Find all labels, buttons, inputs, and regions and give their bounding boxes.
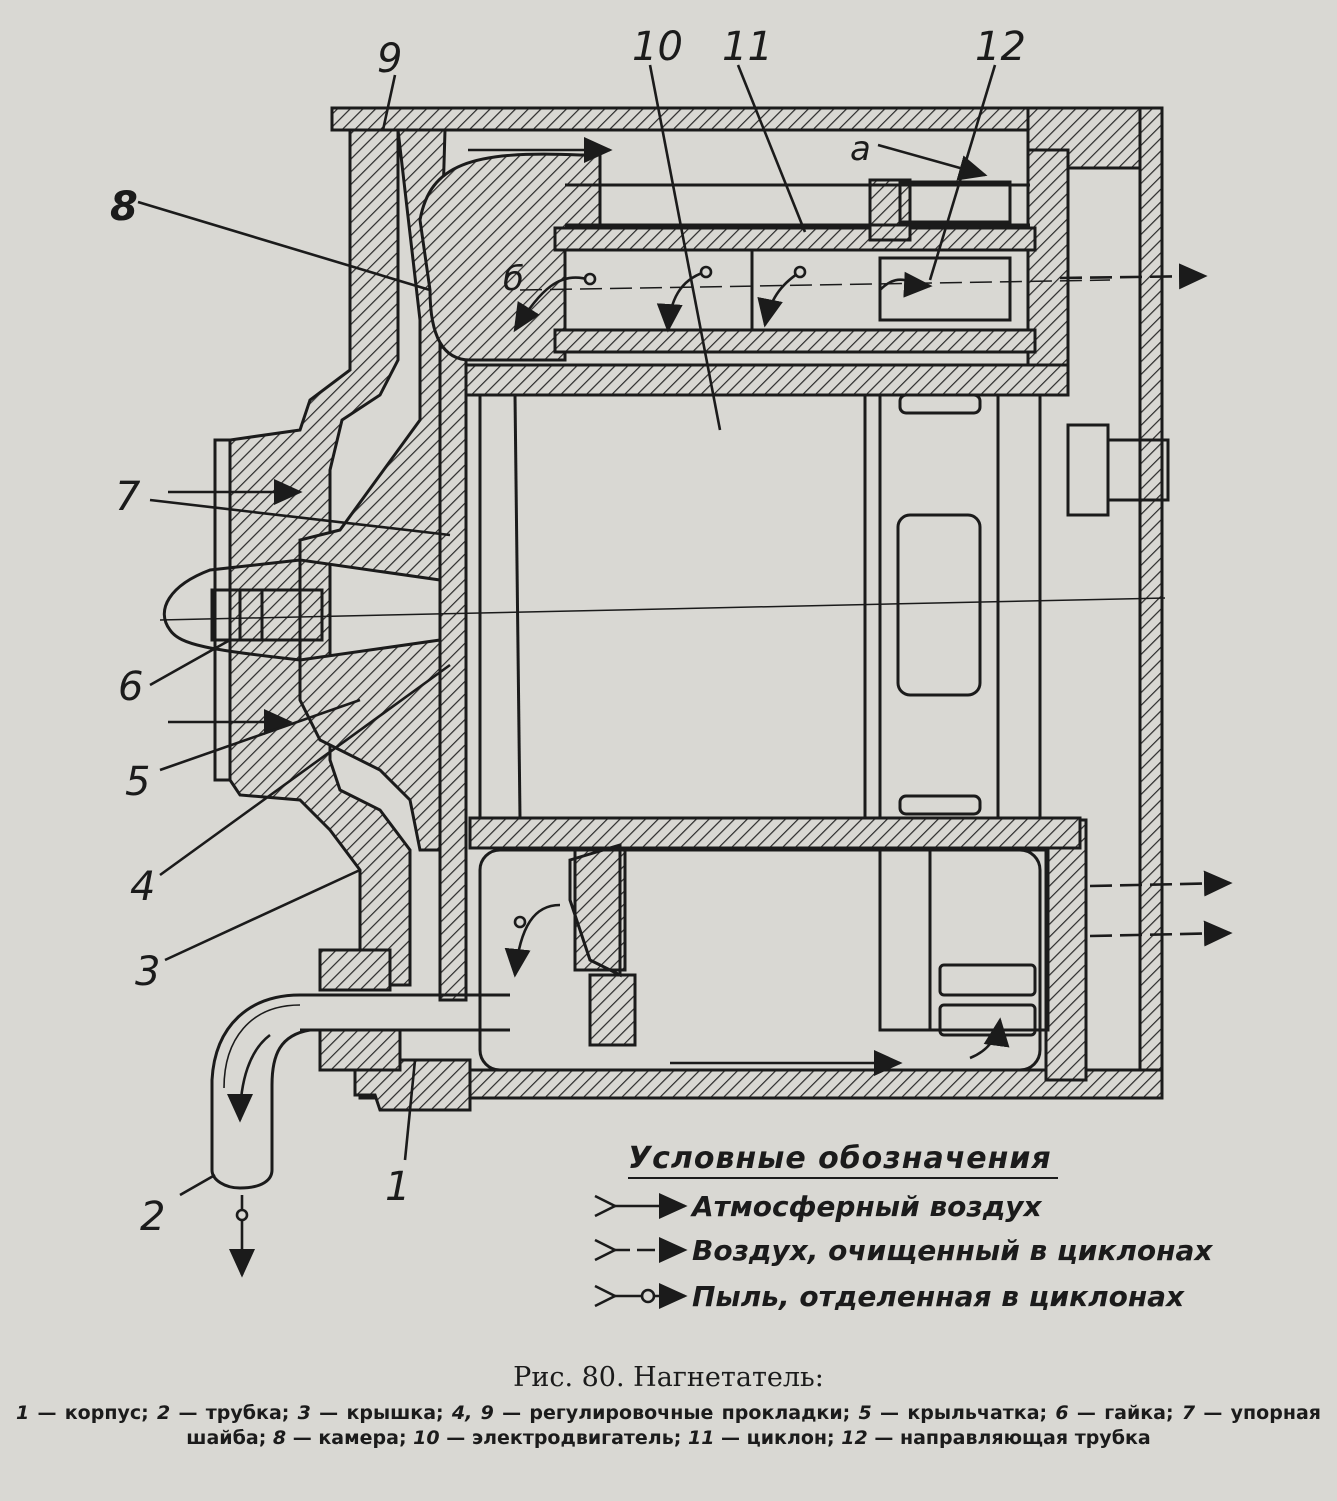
callout-9: 9 xyxy=(377,36,402,82)
legend-item-dust: Пыль, отделенная в циклонах xyxy=(692,1280,1185,1313)
part-item: 1 — корпус; xyxy=(16,1402,149,1424)
part-description: — трубка; xyxy=(170,1402,290,1424)
callout-4: 4 xyxy=(130,864,155,910)
callout-2: 2 xyxy=(140,1194,165,1240)
callout-b: б xyxy=(503,259,524,299)
part-number: 11 xyxy=(687,1427,715,1449)
part-description: — корпус; xyxy=(29,1402,149,1424)
part-number: 3 xyxy=(297,1402,311,1424)
part-description: — направляющая трубка xyxy=(867,1427,1151,1449)
callout-labels: 9 10 11 12 а б 8 7 6 5 4 3 2 1 xyxy=(110,24,1026,1240)
callout-1: 1 xyxy=(385,1164,410,1210)
part-number: 6 xyxy=(1055,1402,1069,1424)
figure-caption-block: Рис. 80. Нагнетатель: 1 — корпус; 2 — тр… xyxy=(0,1362,1337,1451)
part-item: 7 — упорная шайба; xyxy=(186,1402,1321,1449)
part-description: — регулировочные прокладки; xyxy=(493,1402,851,1424)
legend: Условные обозначения Атмосферный воздух … xyxy=(594,1141,1213,1313)
part-number: 12 xyxy=(841,1427,868,1449)
part-description: — циклон; xyxy=(714,1427,835,1449)
part-item: 3 — крышка; xyxy=(298,1402,444,1424)
callout-6: 6 xyxy=(118,664,143,710)
legend-item-cleaned-air: Воздух, очищенный в циклонах xyxy=(692,1234,1213,1267)
internal-outlines xyxy=(162,180,1170,1190)
part-number: 7 xyxy=(1181,1402,1196,1424)
part-number: 10 xyxy=(413,1427,440,1449)
legend-title: Условные обозначения xyxy=(628,1141,1052,1176)
part-number: 5 xyxy=(858,1402,872,1424)
parts-list: 1 — корпус; 2 — трубка; 3 — крышка; 4, 9… xyxy=(16,1401,1321,1451)
callout-7: 7 xyxy=(115,474,141,520)
cyclone-axis-line xyxy=(519,279,1111,291)
part-number: 8 xyxy=(272,1427,287,1449)
legend-symbol-atmospheric xyxy=(594,1193,688,1219)
flow-arrows xyxy=(168,137,1233,1278)
part-item: 2 — трубка; xyxy=(157,1402,289,1424)
figure-caption: Рис. 80. Нагнетатель: xyxy=(513,1362,824,1393)
part-number: 4, 9 xyxy=(451,1402,494,1424)
part-item: 4, 9 — регулировочные прокладки; xyxy=(452,1402,850,1424)
callout-12: 12 xyxy=(975,24,1026,70)
part-item: 5 — крыльчатка; xyxy=(859,1402,1048,1424)
part-item: 12 — направляющая трубка xyxy=(841,1427,1150,1449)
part-description: — гайка; xyxy=(1068,1402,1174,1424)
shaft-axis-line xyxy=(159,597,1166,621)
callout-8: 8 xyxy=(110,184,138,230)
part-number: 1 xyxy=(16,1402,30,1424)
callout-a: а xyxy=(850,129,871,169)
callout-5: 5 xyxy=(125,759,150,805)
legend-symbol-cleaned xyxy=(594,1237,688,1263)
part-item: 8 — камера; xyxy=(273,1427,407,1449)
part-description: — упорная шайба; xyxy=(186,1402,1321,1449)
part-item: 10 — электродвигатель; xyxy=(413,1427,681,1449)
housing-body xyxy=(228,106,1164,1112)
legend-item-atmospheric-air: Атмосферный воздух xyxy=(690,1190,1043,1223)
part-description: — камера; xyxy=(286,1427,407,1449)
part-number: 2 xyxy=(157,1402,171,1424)
callout-3: 3 xyxy=(135,949,160,995)
leader-lines xyxy=(137,64,997,1197)
part-description: — крыльчатка; xyxy=(871,1402,1048,1424)
part-description: — электродвигатель; xyxy=(439,1427,682,1449)
part-description: — крышка; xyxy=(310,1402,444,1424)
callout-10: 10 xyxy=(632,24,683,70)
part-item: 11 — циклон; xyxy=(688,1427,835,1449)
part-item: 6 — гайка; xyxy=(1055,1402,1173,1424)
callout-11: 11 xyxy=(722,24,773,70)
legend-symbol-dust xyxy=(594,1283,688,1309)
